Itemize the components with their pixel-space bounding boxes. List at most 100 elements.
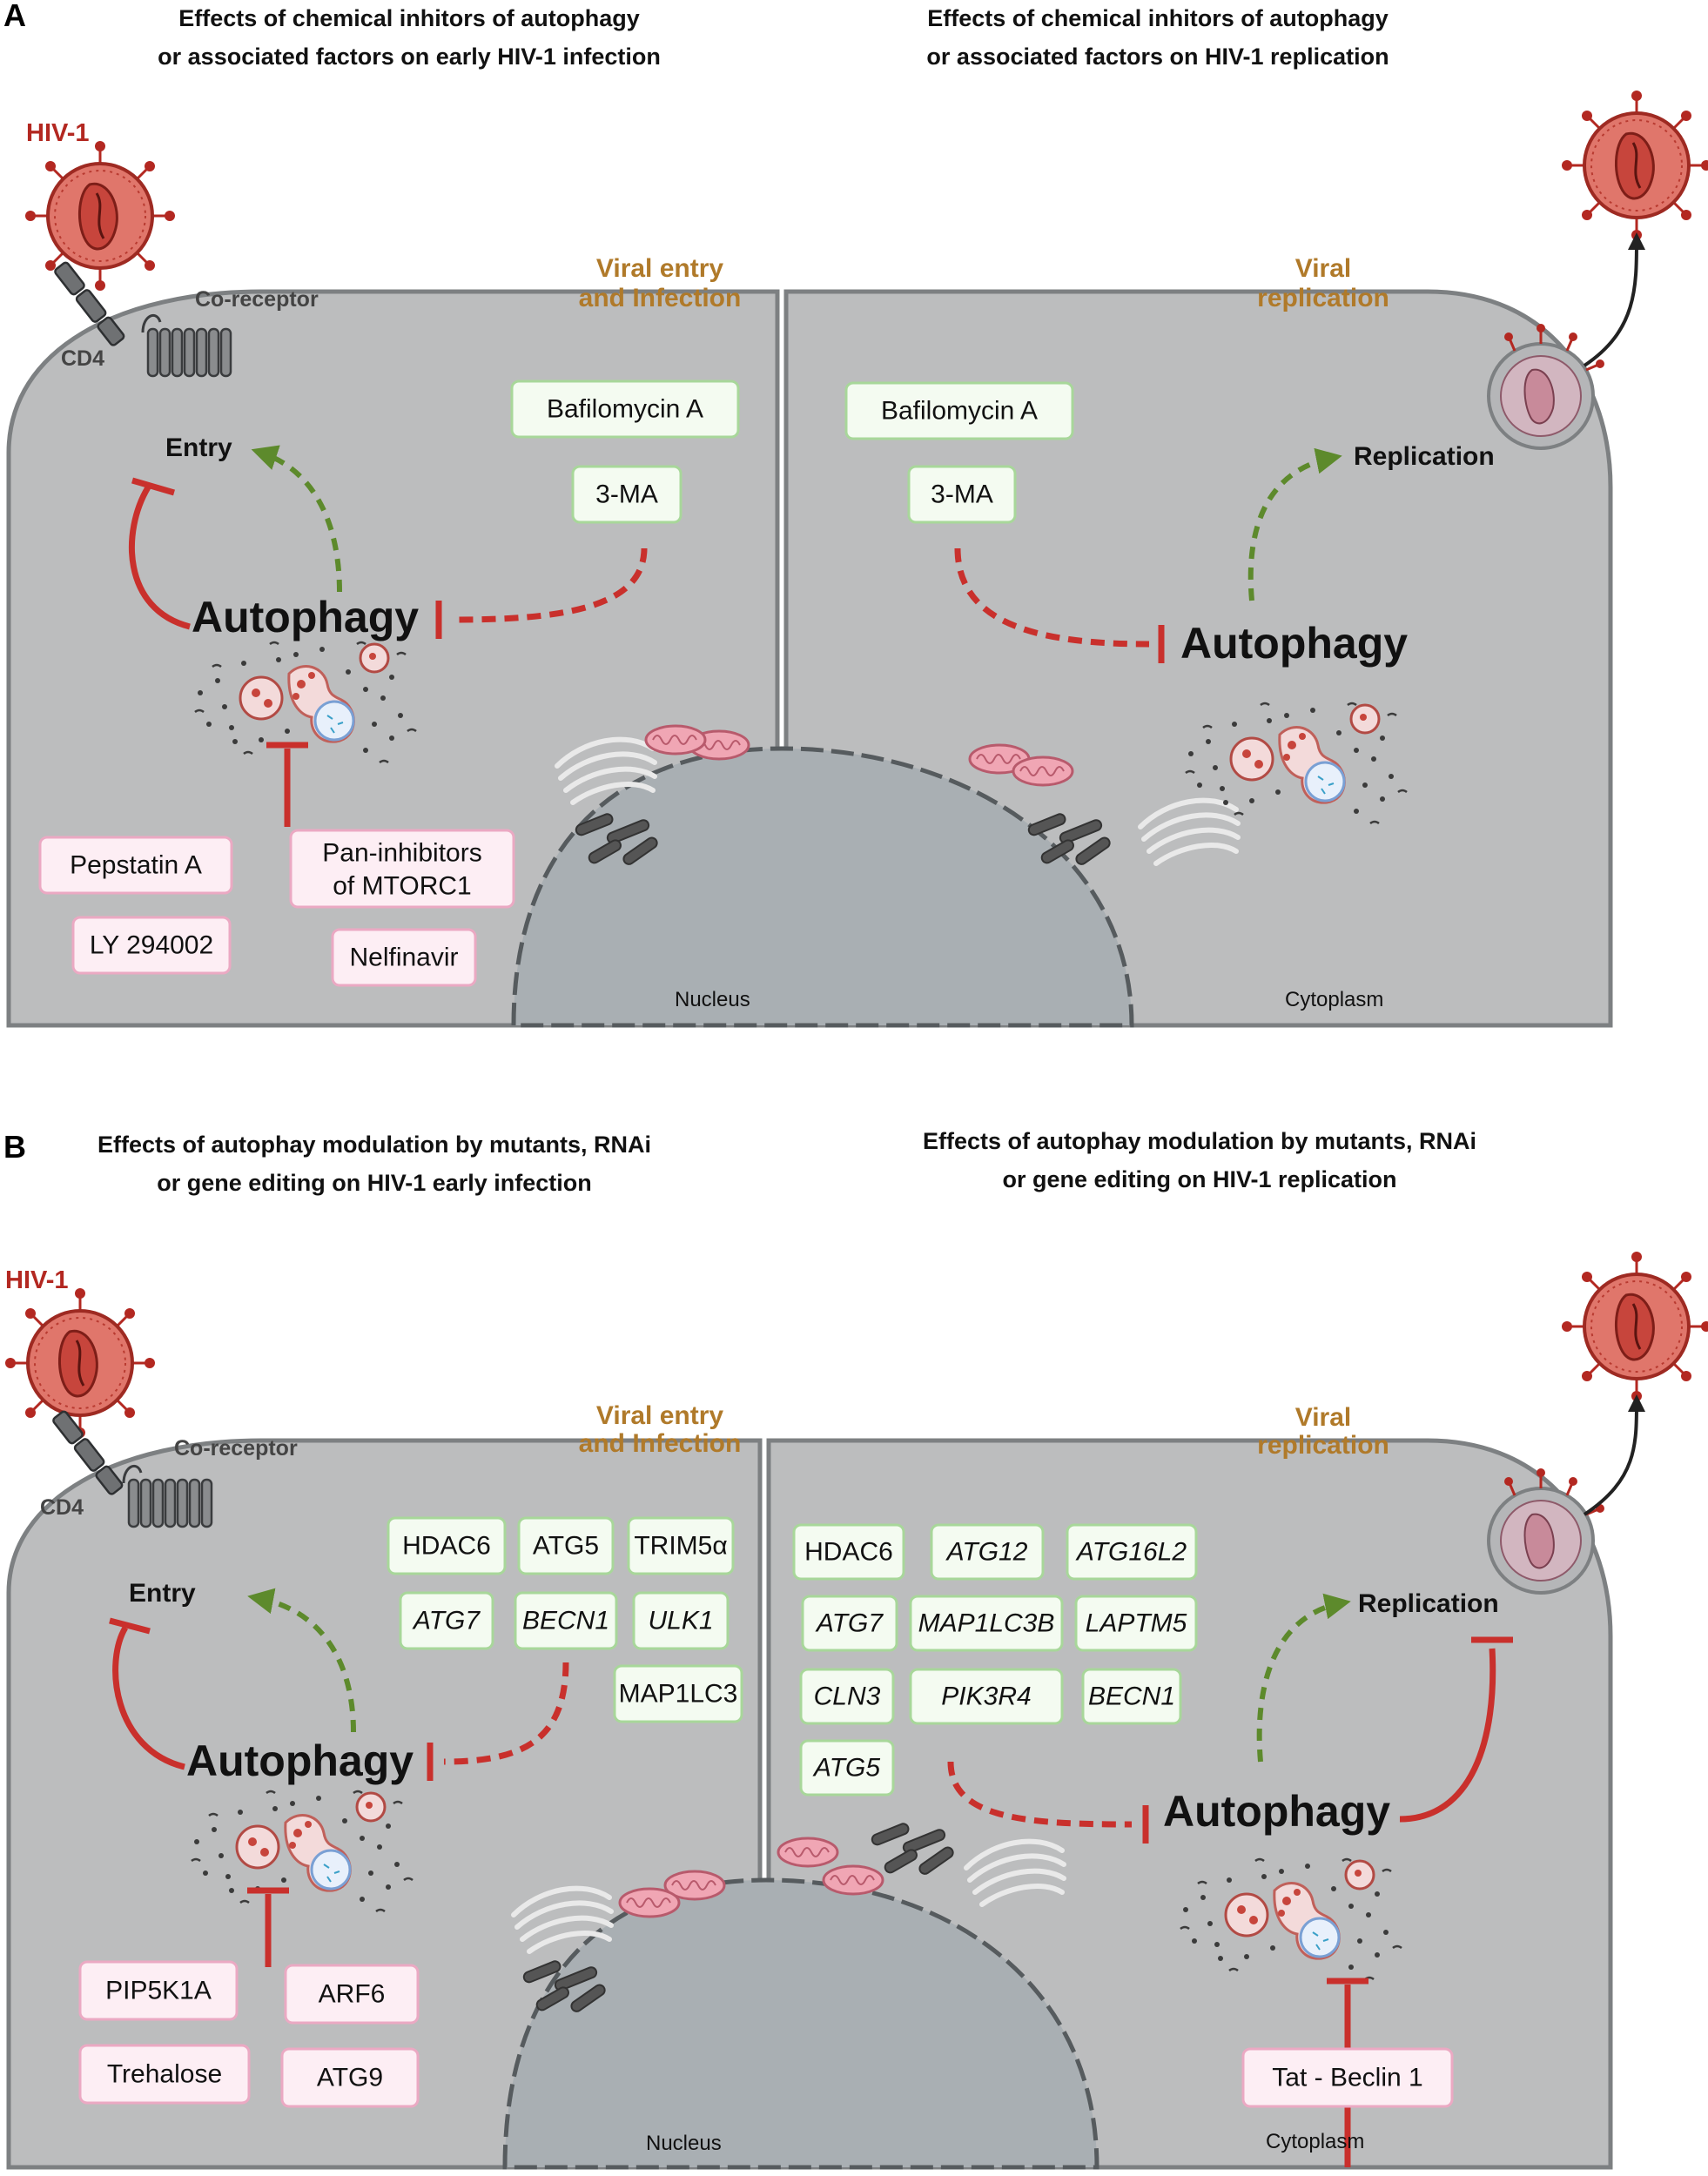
stage-right-a-2: replication <box>1257 284 1389 312</box>
inhibition-3ma-autophagy-a <box>452 547 648 623</box>
gene-box <box>627 1516 735 1575</box>
gene-label: MAP1LC3B <box>918 1609 1055 1638</box>
autophagy-label-left-a: Autophagy <box>192 593 419 641</box>
gene-box <box>1074 1595 1198 1652</box>
modulator-label: ARF6 <box>319 1980 386 2009</box>
title-right-a-2: or associated factors on HIV-1 replicati… <box>926 44 1389 70</box>
gene-label: ATG5 <box>812 1754 880 1783</box>
gene-label: ULK1 <box>648 1607 713 1635</box>
title-left-a-2: or associated factors on early HIV-1 inf… <box>158 44 661 70</box>
drug-box <box>331 928 477 987</box>
gene-label: HDAC6 <box>402 1532 491 1561</box>
modulator-label: ATG9 <box>317 2064 383 2092</box>
panel-b: B Effects of autophay modulation by muta… <box>3 1128 1708 2170</box>
gene-label: CLN3 <box>814 1682 881 1711</box>
inhibition-bar <box>109 1617 151 1635</box>
gene-box <box>399 1591 494 1650</box>
gene-label: MAP1LC3 <box>619 1680 738 1709</box>
title-left-b-1: Effects of autophay modulation by mutant… <box>98 1132 651 1158</box>
panel-label-a: A <box>3 0 26 33</box>
title-left-a-1: Effects of chemical inhitors of autophag… <box>178 5 640 31</box>
cd4-label-a: CD4 <box>61 346 104 371</box>
nucleus-label-b: Nucleus <box>646 2132 722 2155</box>
release-arrow-b <box>1583 1394 1645 1516</box>
mitochondrion-icon <box>1012 756 1074 787</box>
inhibition-genes-autophagy-right-b <box>947 1761 1133 1828</box>
nucleus-label-a: Nucleus <box>675 988 750 1011</box>
hiv-virus-icon <box>24 139 177 292</box>
gene-label: PIK3R4 <box>941 1682 1031 1711</box>
title-left-b-2: or gene editing on HIV-1 early infection <box>157 1170 592 1196</box>
modulator-box <box>78 2044 251 2105</box>
drug-label: of MTORC1 <box>333 872 471 901</box>
activation-arrow-entry-a <box>251 445 342 593</box>
gene-box <box>909 1595 1064 1652</box>
drug-box <box>844 381 1074 440</box>
mitochondrion-icon <box>644 724 707 756</box>
drug-label: Bafilomycin A <box>547 395 703 424</box>
cytoplasm-label-b: Cytoplasm <box>1266 2130 1364 2153</box>
stage-left-b-1: Viral entry <box>596 1401 724 1430</box>
inhibition-autophagy-entry-a <box>128 486 191 630</box>
coreceptor-label-a: Co-receptor <box>195 287 319 312</box>
stage-left-a-1: Viral entry <box>596 254 724 283</box>
gene-box <box>930 1523 1045 1581</box>
modulator-box <box>280 2047 420 2108</box>
entry-label-a: Entry <box>165 433 232 462</box>
gene-label: ATG12 <box>945 1538 1028 1567</box>
gene-box <box>1081 1668 1182 1725</box>
drug-label: Nelfinavir <box>349 944 458 972</box>
released-virus-icon <box>1560 1250 1708 1403</box>
cytoplasm-label-a: Cytoplasm <box>1285 988 1383 1011</box>
stage-left-a-2: and Infection <box>579 284 742 312</box>
released-virus-icon <box>1560 89 1708 242</box>
cd4-label-b: CD4 <box>40 1495 84 1520</box>
drug-box <box>510 379 740 439</box>
modulator-box <box>78 1960 239 2021</box>
stage-right-b-2: replication <box>1257 1431 1389 1460</box>
drug-box <box>907 465 1017 524</box>
modulator-label: Tat - Beclin 1 <box>1272 2064 1422 2092</box>
title-right-b-1: Effects of autophay modulation by mutant… <box>923 1128 1476 1154</box>
gene-box <box>1066 1523 1198 1581</box>
gene-label: BECN1 <box>1088 1682 1175 1711</box>
activation-arrow-entry-b <box>247 1588 356 1733</box>
gene-box <box>387 1516 507 1575</box>
gene-box <box>517 1516 615 1575</box>
activation-arrow-replication-a <box>1247 447 1342 601</box>
drug-label: Pepstatin A <box>70 851 202 880</box>
gene-box <box>514 1591 618 1650</box>
gene-box <box>613 1664 743 1723</box>
drug-box <box>571 465 683 524</box>
gene-label: ATG7 <box>412 1607 481 1635</box>
stage-right-a-1: Viral <box>1295 254 1352 283</box>
autophagy-label-right-a: Autophagy <box>1180 619 1408 668</box>
nucleus-a <box>511 746 1134 1028</box>
inhibition-autophagy-entry-b <box>112 1626 185 1770</box>
activation-arrow-replication-b <box>1256 1593 1351 1763</box>
hiv-label-b: HIV-1 <box>5 1266 69 1294</box>
gene-label: TRIM5α <box>634 1532 727 1561</box>
entry-label-b: Entry <box>129 1579 196 1608</box>
drug-box <box>289 829 515 909</box>
gene-label: BECN1 <box>522 1607 609 1635</box>
gene-box <box>799 1668 895 1725</box>
hiv-virus-icon <box>3 1286 157 1440</box>
drug-label: LY 294002 <box>90 931 213 960</box>
release-arrow-a <box>1583 232 1645 367</box>
gene-box <box>799 1739 895 1797</box>
inhibition-bar <box>131 477 175 496</box>
gene-box <box>909 1668 1064 1725</box>
panel-a: A Effects of chemical inhitors of autoph… <box>3 0 1708 1028</box>
gene-label: ATG16L2 <box>1075 1538 1187 1567</box>
gene-box <box>632 1591 730 1650</box>
coreceptor-label-b: Co-receptor <box>174 1436 298 1461</box>
modulator-box <box>1241 2047 1454 2108</box>
drug-label: 3-MA <box>595 480 658 509</box>
autophagy-label-left-b: Autophagy <box>186 1736 414 1785</box>
drug-box <box>71 916 232 975</box>
panel-label-b: B <box>3 1129 26 1165</box>
inhibition-genes-autophagy-b <box>443 1662 569 1765</box>
inhibition-3ma-autophagy-right-a <box>954 547 1150 648</box>
